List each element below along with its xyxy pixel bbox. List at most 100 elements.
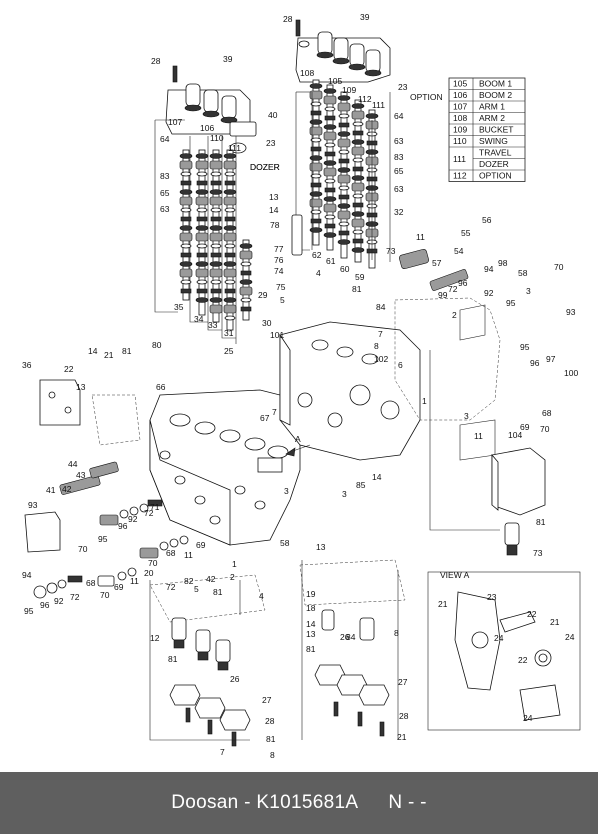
legend-code: 105 bbox=[453, 79, 467, 89]
callout-number: 11 bbox=[184, 550, 193, 560]
callout-number: 66 bbox=[156, 382, 166, 392]
footer-brand: Doosan bbox=[171, 792, 239, 813]
callout-number: 73 bbox=[533, 548, 543, 558]
legend-code: 111 bbox=[453, 154, 466, 164]
callout-number: 70 bbox=[78, 544, 88, 554]
callout-number: 40 bbox=[268, 110, 278, 120]
callout-number: 33 bbox=[208, 320, 218, 330]
callout-number: 81 bbox=[122, 346, 132, 356]
callout-number: 75 bbox=[276, 282, 286, 292]
top-left-cap-plate bbox=[165, 65, 257, 154]
callout-number: 58 bbox=[518, 268, 528, 278]
callout-number: 23 bbox=[266, 138, 276, 148]
callout-number: 30 bbox=[262, 318, 272, 328]
callout-number: 11 bbox=[130, 576, 139, 586]
solenoid-block-104 bbox=[491, 447, 546, 556]
callout-number: 78 bbox=[270, 220, 280, 230]
callout-number: 95 bbox=[506, 298, 516, 308]
callout-number: 97 bbox=[546, 354, 556, 364]
callout-number: 105 bbox=[328, 76, 342, 86]
callout-number: 21 bbox=[104, 350, 114, 360]
callout-number: 21 bbox=[438, 599, 448, 609]
callout-number: 24 bbox=[565, 632, 575, 642]
legend-code: 108 bbox=[453, 113, 467, 123]
callout-number: 56 bbox=[482, 215, 492, 225]
callout-number: 63 bbox=[394, 136, 404, 146]
callout-number: 106 bbox=[200, 123, 214, 133]
callout-number: 81 bbox=[306, 644, 316, 654]
callout-number: 28 bbox=[265, 716, 275, 726]
callout-number: 112 bbox=[358, 94, 372, 104]
callout-number: 68 bbox=[542, 408, 552, 418]
callout-number: 101 bbox=[270, 330, 284, 340]
right-valve-housing bbox=[279, 321, 421, 461]
callout-number: 98 bbox=[498, 258, 508, 268]
left-end-cap bbox=[39, 379, 141, 446]
callout-number: 24 bbox=[494, 633, 504, 643]
callout-number: 74 bbox=[274, 266, 284, 276]
option-label: OPTION bbox=[410, 92, 443, 102]
callout-number: 57 bbox=[432, 258, 442, 268]
callout-number: 104 bbox=[508, 430, 522, 440]
callout-number: 21 bbox=[397, 732, 407, 742]
callout-number: 23 bbox=[487, 592, 497, 602]
callout-number: 55 bbox=[461, 228, 471, 238]
callout-number: 8 bbox=[394, 628, 399, 638]
callout-number: 92 bbox=[54, 596, 64, 606]
main-valve-body bbox=[149, 389, 301, 546]
callout-number: 22 bbox=[527, 609, 537, 619]
lower-left-caps bbox=[169, 684, 251, 747]
view-a-box bbox=[427, 571, 581, 731]
callout-number: 99 bbox=[438, 290, 448, 300]
callout-number: 72 bbox=[448, 284, 458, 294]
footer-bar: Doosan - K1015681A N - - bbox=[0, 772, 598, 834]
callout-number: 28 bbox=[399, 711, 409, 721]
callout-number: 14 bbox=[269, 205, 279, 215]
callout-number: 13 bbox=[306, 629, 316, 639]
callout-number: 77 bbox=[274, 244, 284, 254]
callout-number: 83 bbox=[160, 171, 170, 181]
callout-number: 100 bbox=[564, 368, 578, 378]
callout-number: 42 bbox=[206, 574, 216, 584]
callout-number: 28 bbox=[283, 14, 293, 24]
callout-number: 69 bbox=[520, 422, 530, 432]
callout-number: 26 bbox=[340, 632, 350, 642]
callout-number: 3 bbox=[284, 486, 289, 496]
callout-number: 71 bbox=[150, 502, 160, 512]
callout-number: 109 bbox=[342, 85, 356, 95]
callout-number: 1 bbox=[422, 396, 427, 406]
callout-number: 54 bbox=[454, 246, 464, 256]
callout-number: 81 bbox=[352, 284, 362, 294]
footer-separator: - bbox=[244, 792, 251, 813]
callout-number: 70 bbox=[100, 590, 110, 600]
callout-number: 8 bbox=[374, 341, 379, 351]
callout-number: 24 bbox=[523, 713, 533, 723]
callout-number: 96 bbox=[118, 521, 128, 531]
callout-number: 12 bbox=[150, 633, 160, 643]
callout-number: 96 bbox=[40, 600, 50, 610]
callout-number: 64 bbox=[394, 111, 404, 121]
callout-number: 28 bbox=[151, 56, 161, 66]
gasket-plate-right bbox=[299, 559, 406, 606]
callout-number: 22 bbox=[518, 655, 528, 665]
callout-number: 23 bbox=[398, 82, 408, 92]
callout-number: 111 bbox=[372, 100, 385, 110]
callout-number: 64 bbox=[160, 134, 170, 144]
callout-number: 82 bbox=[184, 576, 194, 586]
callout-number: 13 bbox=[76, 382, 86, 392]
callout-number: 7 bbox=[378, 329, 383, 339]
callout-number: 3 bbox=[464, 411, 469, 421]
callout-number: 36 bbox=[22, 360, 32, 370]
callout-number: 11 bbox=[474, 431, 483, 441]
callout-number: 21 bbox=[550, 617, 560, 627]
callout-number: 34 bbox=[194, 314, 204, 324]
callout-number: 14 bbox=[372, 472, 382, 482]
legend-name: BUCKET bbox=[479, 125, 513, 135]
callout-number: 92 bbox=[484, 288, 494, 298]
callout-number: 13 bbox=[316, 542, 326, 552]
callout-number: 73 bbox=[386, 246, 396, 256]
callout-number: 5 bbox=[194, 584, 199, 594]
callout-number: 84 bbox=[376, 302, 386, 312]
callout-number: DOZER bbox=[250, 162, 280, 172]
